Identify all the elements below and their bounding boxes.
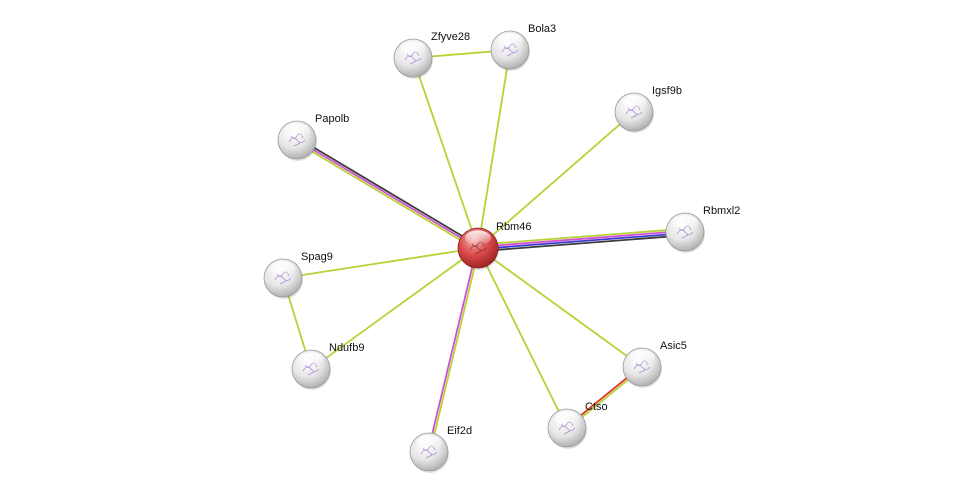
edge-rbm46-papolb[interactable]	[295, 137, 480, 251]
edge-line	[429, 248, 480, 453]
node-ctso[interactable]: Ctso	[547, 401, 608, 449]
node-highlight	[497, 33, 523, 48]
edge-rbm46-eif2d[interactable]	[427, 247, 480, 453]
edge-rbm46-rbmxl2[interactable]	[477, 227, 686, 253]
edge-line	[296, 139, 479, 249]
node-label: Spag9	[301, 251, 333, 263]
node-eif2d[interactable]: Eif2d	[409, 425, 472, 473]
node-highlight	[284, 123, 310, 138]
edge-line	[297, 137, 480, 247]
node-rbmxl2[interactable]: Rbmxl2	[665, 205, 740, 253]
node-spag9[interactable]: Spag9	[263, 251, 333, 299]
node-label: Papolb	[315, 113, 349, 125]
node-highlight	[270, 261, 296, 276]
node-label: Rbm46	[496, 221, 531, 233]
edge-line	[427, 247, 478, 452]
node-label: Rbmxl2	[703, 205, 740, 217]
node-ndufb9[interactable]: Ndufb9	[291, 342, 364, 390]
node-highlight	[554, 411, 580, 426]
edge-rbm46-igsf9b[interactable]	[477, 111, 635, 249]
node-zfyve28[interactable]: Zfyve28	[393, 31, 470, 79]
node-bola3[interactable]: Bola3	[490, 23, 556, 71]
node-igsf9b[interactable]: Igsf9b	[614, 85, 682, 133]
node-label: Ndufb9	[329, 342, 364, 354]
node-highlight	[465, 230, 491, 246]
edge-line	[282, 247, 479, 279]
edge-line	[477, 49, 511, 249]
node-highlight	[298, 352, 324, 367]
node-label: Asic5	[660, 340, 687, 352]
edge-line	[477, 247, 568, 429]
edge-rbm46-zfyve28[interactable]	[412, 57, 479, 249]
edge-rbm46-bola3[interactable]	[477, 49, 511, 249]
node-label: Bola3	[528, 23, 556, 35]
edge-rbm46-ctso[interactable]	[477, 247, 568, 429]
node-papolb[interactable]: Papolb	[277, 113, 349, 161]
edge-rbm46-asic5[interactable]	[477, 247, 643, 368]
node-rbm46[interactable]: Rbm46	[457, 221, 531, 270]
node-highlight	[672, 215, 698, 230]
nodes-layer: Rbm46 Zfyve28 Bola3Igsf9bPapolbRbmxl2Spag9…	[263, 23, 740, 473]
edge-line	[477, 230, 685, 248]
edge-line	[310, 247, 479, 370]
edge-line	[478, 234, 686, 253]
edge-line	[477, 111, 635, 249]
node-highlight	[416, 435, 442, 450]
edges-layer	[282, 49, 686, 453]
edge-line	[295, 141, 478, 251]
node-asic5[interactable]: Asic5	[622, 340, 687, 388]
node-highlight	[629, 350, 655, 365]
edge-rbm46-spag9[interactable]	[282, 247, 479, 279]
node-highlight	[621, 95, 647, 110]
edge-line	[478, 232, 686, 250]
edge-line	[477, 247, 643, 368]
node-label: Ctso	[585, 401, 608, 413]
edge-line	[412, 57, 479, 249]
node-label: Eif2d	[447, 425, 472, 437]
edge-line	[477, 227, 685, 246]
node-label: Igsf9b	[652, 85, 682, 97]
edge-rbm46-ndufb9[interactable]	[310, 247, 479, 370]
node-label: Zfyve28	[431, 31, 470, 43]
node-highlight	[400, 41, 426, 56]
